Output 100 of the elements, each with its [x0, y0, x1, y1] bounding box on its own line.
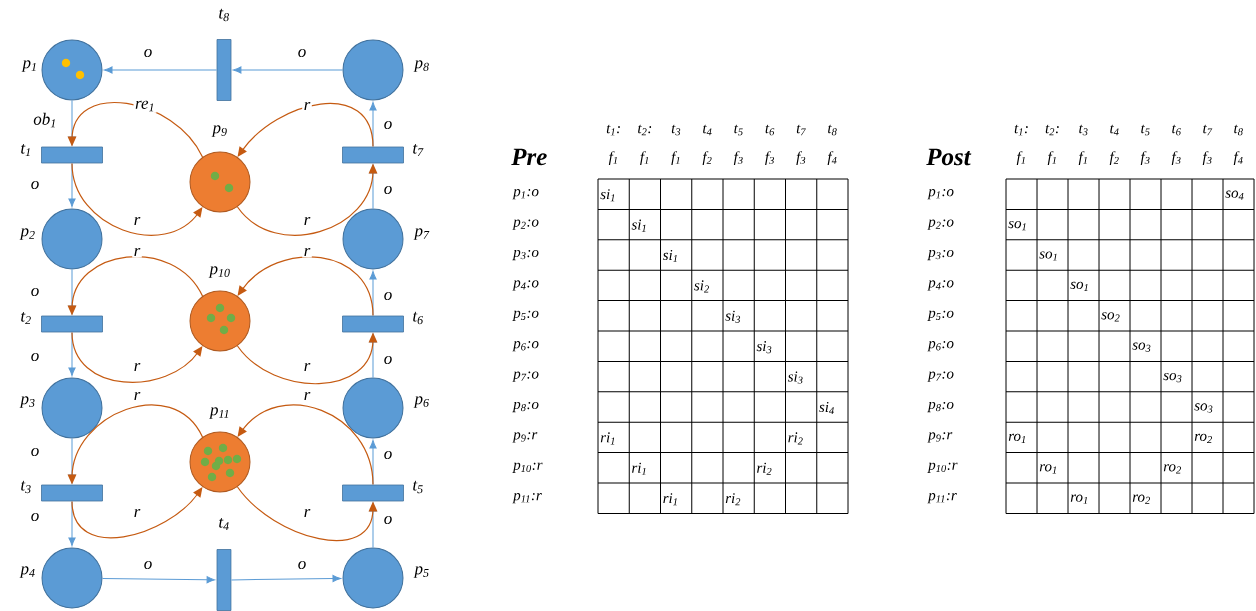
- arrow: [237, 256, 374, 317]
- column-header: t$_{8}$: [828, 124, 837, 136]
- node-label: t$_{3}$: [21, 480, 31, 494]
- matrix-entry: si$_{1}$: [662, 249, 677, 263]
- matrix-entry: so$_{4}$: [1225, 190, 1244, 200]
- row-header: p$_{5}$:o: [927, 310, 954, 321]
- row-header: p$_{4}$:o: [512, 280, 539, 291]
- column-header: f$_{1}$: [671, 151, 680, 165]
- node-label: p$_{9}$: [211, 125, 227, 137]
- matrix-entry: ri$_{1}$: [600, 432, 615, 445]
- column-header: f$_{3}$: [796, 151, 806, 165]
- matrix-entry: so$_{2}$: [1101, 312, 1120, 322]
- node-label: p$_{2}$: [19, 228, 35, 240]
- edge-label: o: [29, 286, 41, 298]
- column-header: t$_{3}$: [671, 124, 681, 136]
- column-header: f$_{3}$: [1202, 151, 1212, 165]
- column-header: t$_{7}$: [1203, 124, 1213, 136]
- row-header: p$_{2}$:o: [512, 219, 539, 230]
- arrow: [102, 576, 216, 584]
- edge-label: o: [382, 184, 394, 196]
- column-header: t$_{5}$: [734, 124, 743, 136]
- row-header: p$_{2}$:o: [927, 219, 954, 230]
- column-header: f$_{1}$: [1047, 151, 1056, 165]
- node-label: p$_{4}$: [19, 566, 35, 578]
- edge-label: o: [29, 446, 41, 458]
- arrow: [230, 574, 342, 583]
- arrow: [237, 404, 374, 486]
- matrix-entry: ro$_{1}$: [1039, 464, 1057, 474]
- column-header: t$_{7}$: [796, 124, 806, 136]
- edge-label: o: [382, 354, 394, 366]
- column-header: f$_{3}$: [733, 151, 743, 165]
- edge-label: o: [382, 290, 394, 302]
- matrix-entry: ri$_{2}$: [725, 493, 741, 506]
- arrow: [232, 66, 343, 74]
- arrow: [67, 404, 204, 485]
- column-header: t$_{4}$: [703, 124, 712, 136]
- node-label: p$_{11}$: [209, 407, 229, 419]
- column-header: t$_{1}$:: [606, 124, 620, 136]
- arrow: [71, 487, 203, 539]
- column-header: t$_{6}$: [765, 124, 775, 136]
- arrow: [67, 102, 204, 158]
- node-label: t$_{2}$: [21, 311, 31, 325]
- column-header: f$_{1}$: [608, 151, 617, 165]
- node-label: p$_{8}$: [413, 60, 429, 72]
- matrix-entry: so$_{1}$: [1070, 281, 1088, 291]
- matrix-entry: si$_{3}$: [725, 310, 741, 323]
- matrix-entry: si$_{2}$: [694, 280, 709, 293]
- matrix-entry: ri$_{1}$: [663, 493, 677, 506]
- edge-label: o: [296, 559, 308, 571]
- column-header: f$_{1}$: [640, 151, 649, 165]
- matrix-entry: so$_{3}$: [1132, 342, 1151, 352]
- edge-label: o: [142, 47, 154, 59]
- edge-label: o: [382, 119, 394, 131]
- row-header: p$_{8}$:o: [512, 401, 539, 413]
- row-header: p$_{1}$:o: [927, 189, 954, 200]
- column-header: f$_{1}$: [1078, 151, 1087, 165]
- table-title: Post: [926, 148, 972, 166]
- edge-label: o: [382, 514, 394, 526]
- column-header: t$_{8}$: [1234, 124, 1243, 136]
- node-label: t$_{6}$: [413, 311, 424, 325]
- edge-label: r: [302, 215, 312, 227]
- node-label: p$_{6}$: [413, 396, 429, 408]
- matrix-entry: si$_{3}$: [787, 371, 803, 384]
- arrow: [236, 332, 378, 385]
- column-header: t$_{4}$: [1110, 124, 1119, 136]
- edge-label: r: [302, 390, 312, 402]
- arrow: [71, 331, 203, 383]
- matrix-entry: si$_{3}$: [756, 341, 772, 354]
- matrix-entry: si$_{1}$: [600, 189, 615, 202]
- row-header: p$_{6}$:o: [512, 341, 539, 352]
- node-label: t$_{8}$: [219, 8, 229, 22]
- row-header: p$_{9}$:r: [512, 432, 538, 443]
- column-header: f$_{1}$: [1016, 151, 1025, 165]
- edge-label: r: [132, 246, 142, 258]
- arrow: [236, 163, 378, 236]
- edge-label: ob$_{1}$: [31, 111, 59, 129]
- edge-label: o: [142, 559, 154, 571]
- node-label: p$_{5}$: [413, 566, 429, 578]
- matrix-entry: ro$_{1}$: [1008, 433, 1026, 443]
- edge-label: r: [302, 361, 312, 373]
- matrix-entry: ro$_{2}$: [1132, 494, 1150, 504]
- edge-label: r: [302, 100, 312, 112]
- edge-label: r: [132, 215, 142, 227]
- row-header: p$_{4}$:o: [927, 280, 954, 291]
- row-header: p$_{10}$:r: [927, 462, 958, 473]
- edge-label: r: [132, 390, 142, 402]
- matrix-entry: ro$_{1}$: [1070, 494, 1088, 504]
- column-header: t$_{2}$:: [1045, 124, 1059, 136]
- edge-label: r: [302, 246, 312, 258]
- node-label: t$_{4}$: [219, 517, 229, 531]
- matrix-entry: ri$_{1}$: [632, 462, 646, 475]
- column-header: f$_{2}$: [1109, 151, 1119, 165]
- matrix-entry: so$_{3}$: [1163, 372, 1182, 383]
- row-header: p$_{11}$:r: [927, 493, 957, 504]
- node-label: t$_{1}$: [21, 143, 30, 157]
- edge-label: o: [29, 179, 41, 191]
- arrow: [71, 162, 203, 236]
- node-label: t$_{5}$: [413, 480, 423, 494]
- row-header: p$_{5}$:o: [512, 310, 539, 321]
- edge-label: o: [29, 351, 41, 363]
